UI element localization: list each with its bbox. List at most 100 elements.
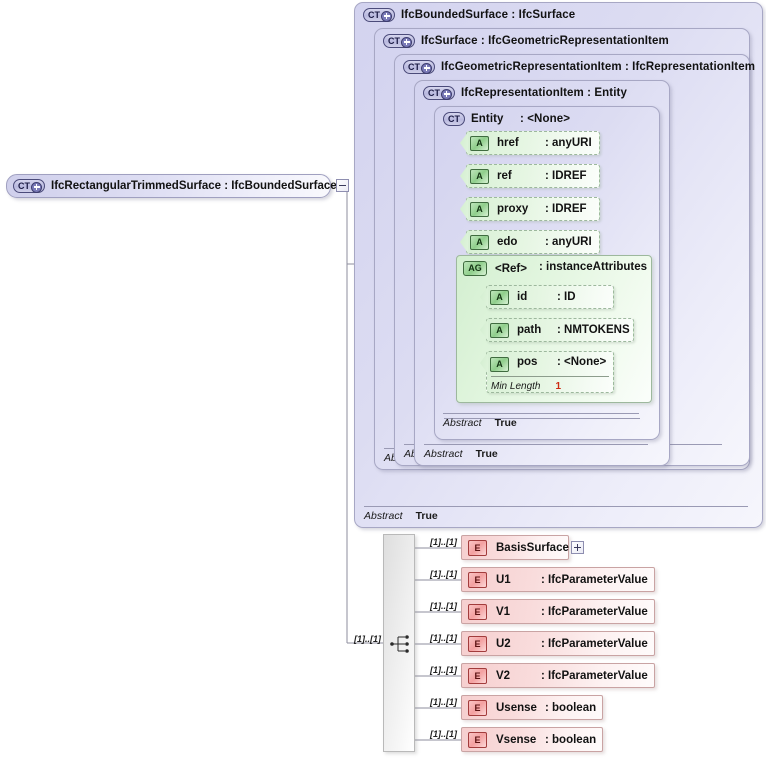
attribute-type: : IDREF xyxy=(545,170,587,182)
element-cardinality: [1]..[1] xyxy=(430,729,457,739)
attribute-edo[interactable]: A edo : anyURI xyxy=(460,230,600,254)
attribute-type: : NMTOKENS xyxy=(557,324,630,336)
attribute-type: : <None> xyxy=(557,356,607,368)
element-v1[interactable]: E V1 : IfcParameterValue xyxy=(461,599,655,624)
attribute-name: path xyxy=(517,324,542,336)
attribute-notch xyxy=(460,132,468,154)
complextype-header: CT IfcGeometricRepresentationItem : IfcR… xyxy=(403,60,755,74)
attribute-path[interactable]: A path : NMTOKENS xyxy=(480,318,634,342)
attribute-type: : IDREF xyxy=(545,203,587,215)
element-cardinality: [1]..[1] xyxy=(430,537,457,547)
abstract-key: Abstract xyxy=(424,448,463,460)
complextype-expand-icon[interactable]: CT xyxy=(13,179,45,193)
abstract-value: True xyxy=(494,417,517,429)
facet-value: 1 xyxy=(555,381,562,392)
element-v2[interactable]: E V2 : IfcParameterValue xyxy=(461,663,655,688)
attribute-icon: A xyxy=(470,135,489,151)
sequence-group-box[interactable] xyxy=(383,534,415,752)
complextype-expand-icon[interactable]: CT xyxy=(403,60,435,74)
attribute-group-name: <Ref> xyxy=(495,262,527,275)
element-usense[interactable]: E Usense : boolean xyxy=(461,695,603,720)
facet-min-length: Min Length 1 xyxy=(491,376,609,392)
element-icon: E xyxy=(468,699,487,716)
element-icon: E xyxy=(468,539,487,556)
attribute-href[interactable]: A href : anyURI xyxy=(460,131,600,155)
element-name: Vsense xyxy=(496,733,537,746)
abstract-annotation xyxy=(444,418,640,434)
complextype-header: CT Entity : <None> xyxy=(443,112,570,126)
attribute-icon: A xyxy=(490,357,509,372)
attribute-notch xyxy=(480,352,488,374)
complextype-expand-icon[interactable]: CT xyxy=(363,8,395,22)
collapse-toggle[interactable] xyxy=(336,179,349,192)
element-cardinality: [1]..[1] xyxy=(430,633,457,643)
element-cardinality: [1]..[1] xyxy=(430,697,457,707)
attribute-type: : anyURI xyxy=(545,236,592,248)
abstract-annotation: Abstract True xyxy=(424,444,648,460)
expand-toggle[interactable] xyxy=(571,541,584,554)
attribute-ref[interactable]: A ref : IDREF xyxy=(460,164,600,188)
complextype-label: IfcGeometricRepresentationItem : IfcRepr… xyxy=(441,61,756,73)
complextype-header: CT IfcRepresentationItem : Entity xyxy=(423,86,627,100)
element-vsense[interactable]: E Vsense : boolean xyxy=(461,727,603,752)
attribute-group-header: AG <Ref> xyxy=(463,261,527,276)
element-type: : boolean xyxy=(545,701,597,714)
attribute-icon: A xyxy=(470,201,489,217)
element-type: : IfcParameterValue xyxy=(541,637,648,650)
attribute-icon: A xyxy=(470,168,489,184)
complextype-header: CT IfcSurface : IfcGeometricRepresentati… xyxy=(383,34,669,48)
attribute-pos[interactable]: A pos : <None> Min Length 1 xyxy=(480,351,614,393)
element-name: V2 xyxy=(496,669,511,682)
attribute-name: proxy xyxy=(497,203,529,215)
element-icon: E xyxy=(468,667,487,684)
complextype-icon[interactable]: CT xyxy=(443,112,465,126)
complextype-label: IfcSurface : IfcGeometricRepresentationI… xyxy=(421,35,669,47)
element-icon: E xyxy=(468,571,487,588)
attribute-id[interactable]: A id : ID xyxy=(480,285,614,309)
attribute-notch xyxy=(460,198,468,220)
element-cardinality: [1]..[1] xyxy=(430,601,457,611)
root-node-label: IfcRectangularTrimmedSurface : IfcBounde… xyxy=(51,180,337,192)
sequence-cardinality: [1]..[1] xyxy=(354,634,381,644)
abstract-value: True xyxy=(475,448,498,460)
attribute-proxy[interactable]: A proxy : IDREF xyxy=(460,197,600,221)
attribute-notch xyxy=(460,231,468,253)
complextype-header: CT IfcBoundedSurface : IfcSurface xyxy=(363,8,575,22)
sequence-compositor-icon[interactable] xyxy=(390,634,412,654)
element-basissurface[interactable]: E BasisSurface xyxy=(461,535,569,560)
attribute-icon: A xyxy=(490,322,509,338)
element-icon: E xyxy=(468,731,487,748)
element-cardinality: [1]..[1] xyxy=(430,665,457,675)
attribute-name: ref xyxy=(497,170,512,182)
abstract-annotation: Abstract True xyxy=(364,506,748,522)
element-u1[interactable]: E U1 : IfcParameterValue xyxy=(461,567,655,592)
complextype-label: Entity : <None> xyxy=(471,113,571,125)
element-icon: E xyxy=(468,603,487,620)
abstract-value: True xyxy=(415,510,438,522)
complextype-expand-icon[interactable]: CT xyxy=(423,86,455,100)
element-name: V1 xyxy=(496,605,511,618)
attribute-icon: A xyxy=(490,289,509,305)
element-type: : IfcParameterValue xyxy=(541,669,648,682)
attribute-group-icon: AG xyxy=(463,261,487,276)
root-node-ifcrectangulartrimmedsurface[interactable]: CT IfcRectangularTrimmedSurface : IfcBou… xyxy=(6,174,337,198)
attribute-name: href xyxy=(497,137,519,149)
element-u2[interactable]: E U2 : IfcParameterValue xyxy=(461,631,655,656)
attribute-notch xyxy=(480,319,488,341)
complextype-label: IfcBoundedSurface : IfcSurface xyxy=(401,9,576,21)
element-name: U1 xyxy=(496,573,511,586)
attribute-type: : anyURI xyxy=(545,137,592,149)
attribute-name: id xyxy=(517,291,528,303)
element-type: : IfcParameterValue xyxy=(541,605,648,618)
attribute-type: : ID xyxy=(557,291,576,303)
complextype-expand-icon[interactable]: CT xyxy=(383,34,415,48)
element-name: U2 xyxy=(496,637,511,650)
abstract-key: Abstract xyxy=(443,417,482,429)
attribute-notch xyxy=(460,165,468,187)
element-name: BasisSurface xyxy=(496,541,569,554)
attribute-notch xyxy=(480,286,488,308)
element-icon: E xyxy=(468,635,487,652)
facet-key: Min Length xyxy=(491,381,541,392)
abstract-annotation-entity: Abstract True xyxy=(443,413,639,429)
